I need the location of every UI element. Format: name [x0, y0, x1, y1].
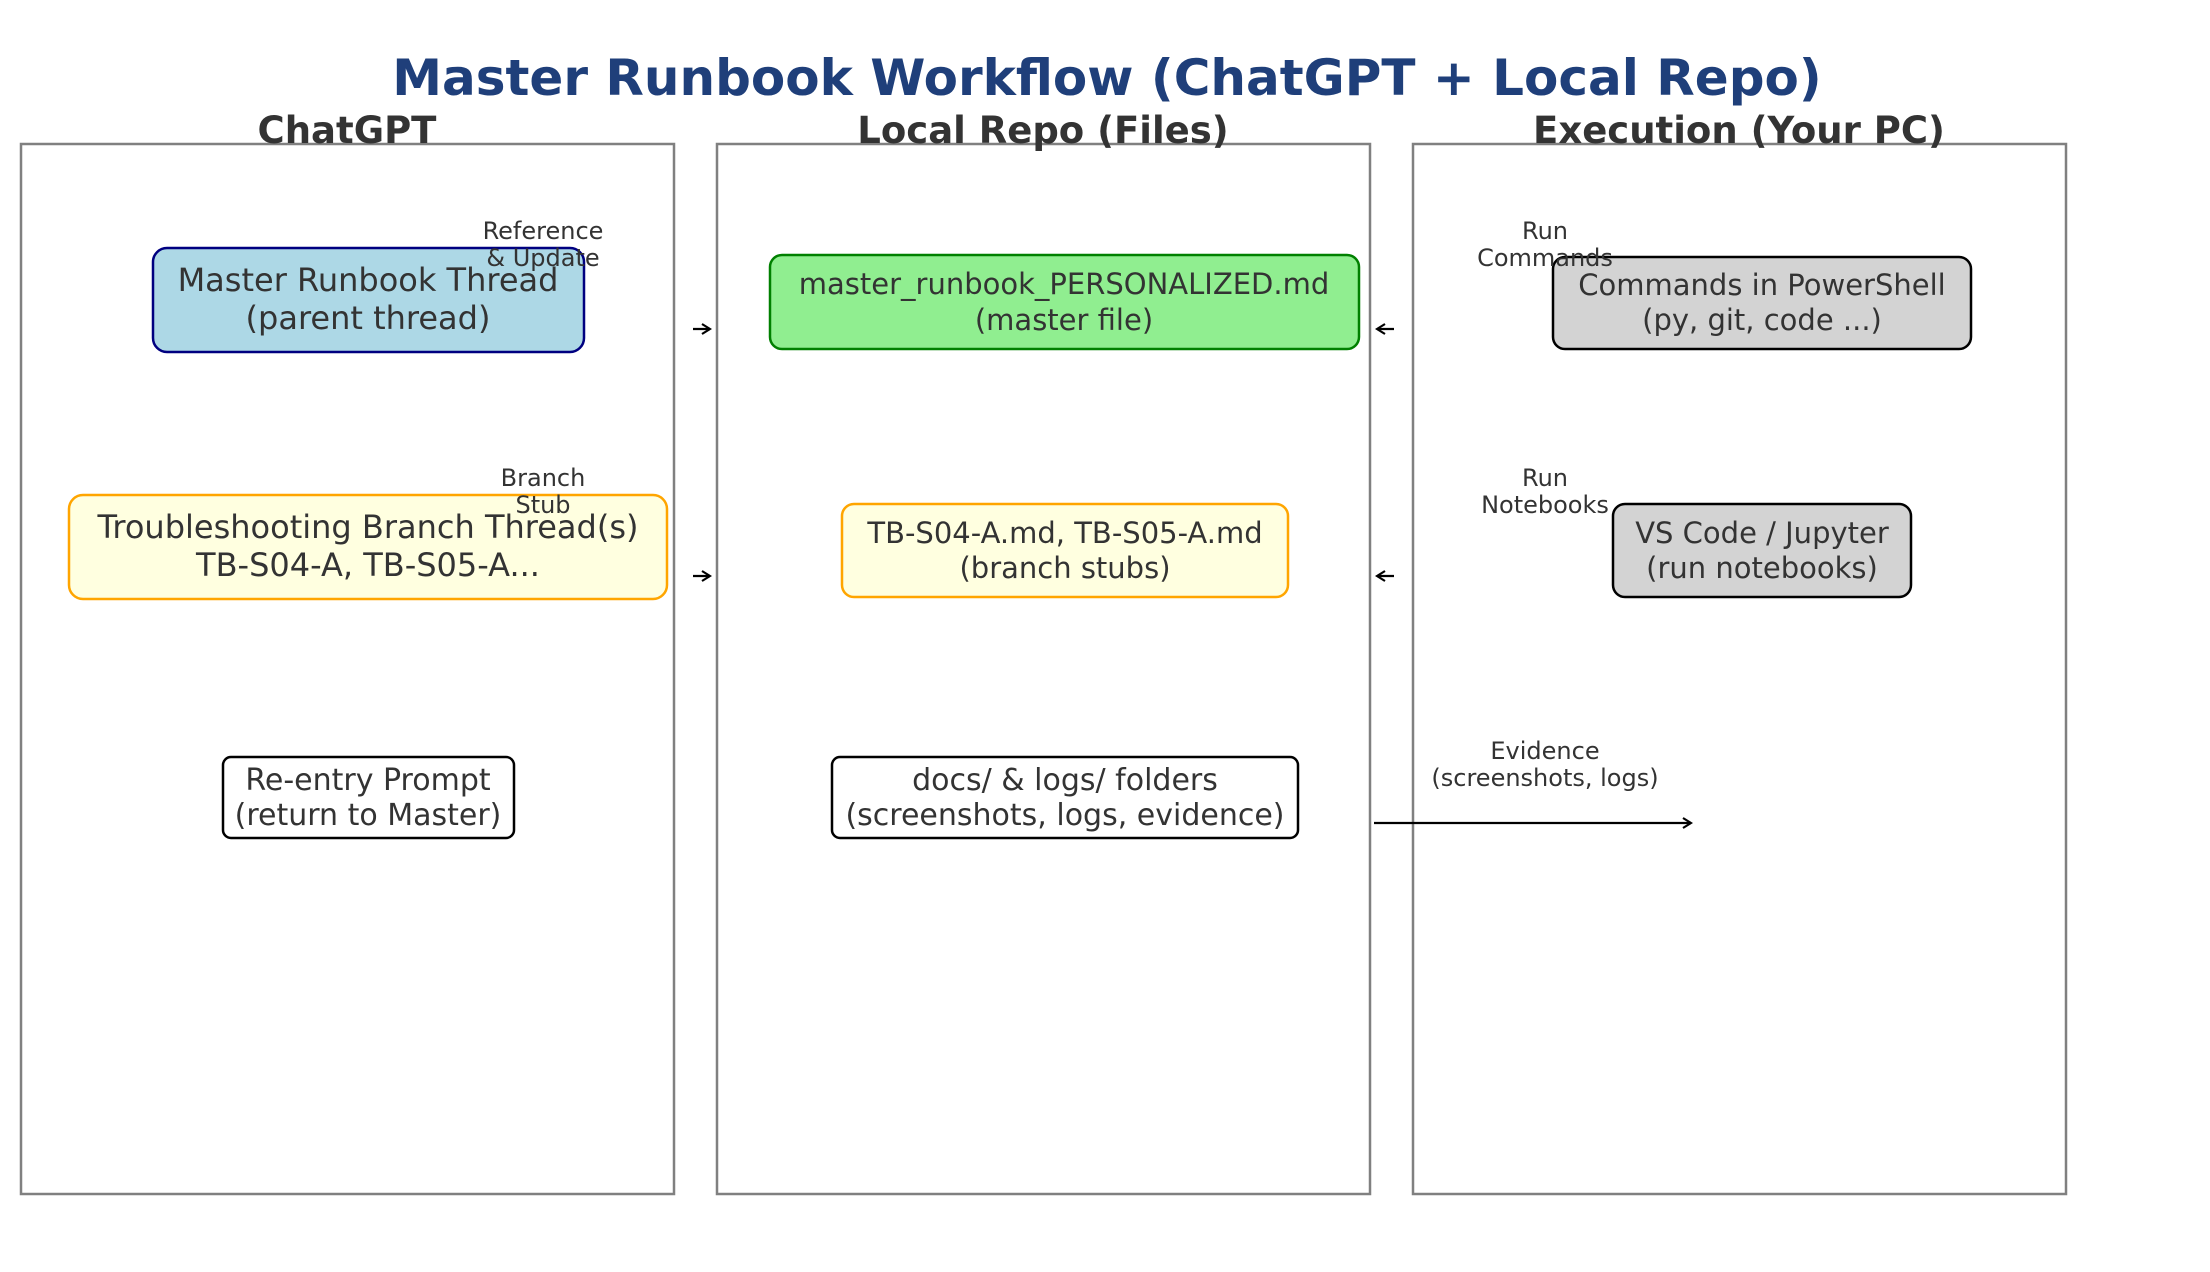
edge-label-reference-update: Reference & Update	[483, 217, 604, 272]
node-folders-line1: docs/ & logs/ folders	[912, 763, 1218, 798]
node-branch-thread: Troubleshooting Branch Thread(s) TB-S04-…	[67, 493, 669, 601]
edge-label-run-notebooks-line1: Run	[1522, 464, 1568, 492]
edge-label-run-commands-line2: Commands	[1477, 244, 1613, 272]
edge-label-reference-update-line1: Reference	[483, 217, 604, 245]
node-branch-stubs-line2: (branch stubs)	[959, 551, 1170, 585]
panel-chatgpt	[19, 142, 676, 1196]
edge-label-branch-stub-line1: Branch	[501, 464, 586, 492]
node-vscode-line2: (run notebooks)	[1646, 551, 1878, 585]
node-branch-thread-line2: TB-S04-A, TB-S05-A...	[195, 546, 540, 584]
node-powershell: Commands in PowerShell (py, git, code ..…	[1551, 255, 1973, 351]
column-title-exec: Execution (Your PC)	[1533, 109, 1945, 152]
node-reentry-line2: (return to Master)	[235, 798, 502, 833]
edge-label-run-notebooks-line2: Notebooks	[1481, 491, 1609, 519]
node-branch-stubs: TB-S04-A.md, TB-S05-A.md (branch stubs)	[840, 502, 1290, 599]
node-reentry: Re-entry Prompt (return to Master)	[221, 755, 516, 840]
edge-label-branch-stub: Branch Stub	[501, 464, 586, 519]
node-powershell-line2: (py, git, code ...)	[1642, 303, 1882, 337]
panel-exec	[1411, 142, 2068, 1196]
node-master-file-line1: master_runbook_PERSONALIZED.md	[799, 267, 1329, 301]
node-folders-line2: (screenshots, logs, evidence)	[845, 798, 1284, 833]
node-powershell-line1: Commands in PowerShell	[1578, 268, 1945, 302]
node-master-thread-line2: (parent thread)	[246, 299, 491, 337]
edge-label-run-notebooks: Run Notebooks	[1481, 464, 1609, 519]
node-vscode: VS Code / Jupyter (run notebooks)	[1611, 502, 1913, 599]
node-master-file-line2: (master file)	[975, 303, 1153, 337]
node-master-thread-line1: Master Runbook Thread	[178, 261, 559, 299]
edge-label-reference-update-line2: & Update	[486, 244, 599, 272]
node-master-file: master_runbook_PERSONALIZED.md (master f…	[768, 253, 1361, 351]
diagram-title: Master Runbook Workflow (ChatGPT + Local…	[392, 49, 1821, 107]
edge-label-evidence-line1: Evidence	[1490, 737, 1599, 765]
node-reentry-line1: Re-entry Prompt	[245, 763, 490, 798]
node-branch-thread-line1: Troubleshooting Branch Thread(s)	[97, 508, 639, 546]
column-title-repo: Local Repo (Files)	[857, 109, 1228, 152]
edge-label-run-commands: Run Commands	[1477, 217, 1613, 272]
edge-label-evidence-line2: (screenshots, logs)	[1431, 764, 1658, 792]
edge-label-branch-stub-line2: Stub	[515, 491, 570, 519]
node-branch-stubs-line1: TB-S04-A.md, TB-S05-A.md	[866, 516, 1262, 550]
node-vscode-line1: VS Code / Jupyter	[1635, 516, 1889, 550]
panel-repo	[715, 142, 1372, 1196]
edge-label-evidence: Evidence (screenshots, logs)	[1431, 737, 1658, 792]
column-title-chatgpt: ChatGPT	[258, 109, 438, 152]
node-master-thread: Master Runbook Thread (parent thread)	[151, 246, 586, 354]
node-folders: docs/ & logs/ folders (screenshots, logs…	[830, 755, 1300, 840]
edge-label-run-commands-line1: Run	[1522, 217, 1568, 245]
